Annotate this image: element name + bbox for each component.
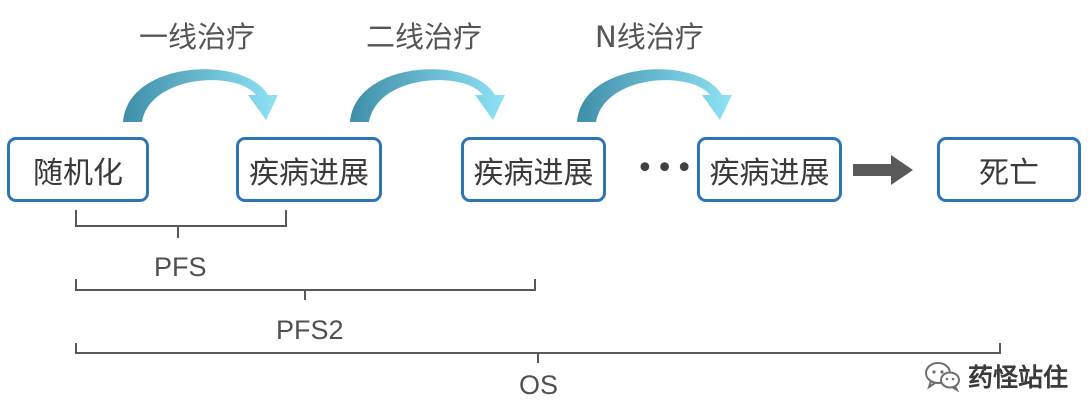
range-label-os: OS (519, 370, 559, 400)
range-label-pfs2: PFS2 (276, 315, 344, 345)
watermark: 药怪站住 (924, 358, 1068, 394)
node-randomization: 随机化 (7, 137, 149, 202)
pfs2-bracket (75, 279, 536, 300)
therapy-arc-2 (350, 69, 505, 122)
wechat-icon (925, 362, 960, 392)
therapy-label-first-line: 一线治疗 (139, 20, 256, 54)
ellipsis: ••• (636, 151, 696, 186)
node-progression-2: 疾病进展 (461, 137, 606, 202)
pfs-bracket (75, 210, 287, 238)
arrow-to-death-icon (853, 155, 913, 185)
watermark-text: 药怪站住 (968, 363, 1069, 392)
range-label-pfs: PFS (154, 252, 207, 282)
node-progression-1: 疾病进展 (236, 137, 382, 202)
node-death: 死亡 (937, 137, 1081, 202)
therapy-arc-1 (123, 69, 278, 122)
node-progression-n: 疾病进展 (697, 137, 842, 202)
os-bracket (75, 343, 1001, 363)
therapy-arc-3 (577, 69, 732, 122)
therapy-label-second-line: 二线治疗 (366, 20, 483, 54)
therapy-label-nth-line: N线治疗 (595, 20, 704, 54)
